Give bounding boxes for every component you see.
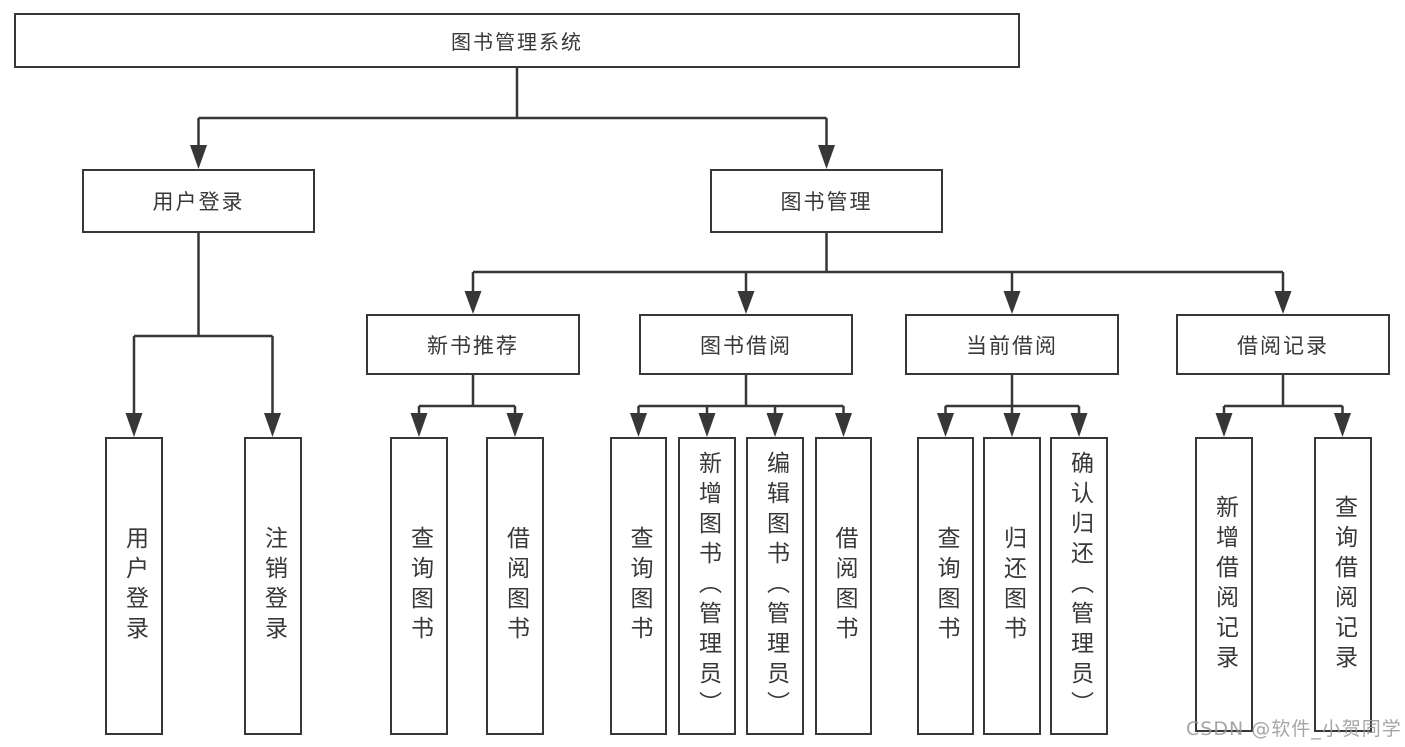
arrowhead	[737, 291, 755, 314]
arrowhead	[835, 413, 852, 437]
node-label: 注销登录	[260, 526, 287, 646]
node-label: 借阅记录	[1237, 333, 1329, 358]
arrowhead	[464, 291, 482, 314]
leaf-borrowing-query-books: 查询图书	[610, 437, 667, 735]
arrowhead	[190, 145, 207, 169]
leaf-borrowing-borrow-books: 借阅图书	[815, 437, 872, 735]
node-label: 图书管理系统	[451, 30, 583, 54]
arrowhead	[1070, 413, 1088, 437]
node-label: 归还图书	[999, 526, 1026, 646]
arrowhead	[125, 413, 143, 437]
connector-newbook-to-leaves	[417, 375, 517, 415]
connector-root-to-level2	[197, 68, 828, 147]
node-label: 查询图书	[406, 526, 433, 646]
arrowhead	[410, 413, 428, 437]
connector-userlogin-to-leaves	[132, 233, 274, 415]
arrowhead	[1274, 291, 1292, 314]
arrowhead	[698, 413, 716, 437]
leaf-logout: 注销登录	[244, 437, 302, 735]
leaf-current-return-books: 归还图书	[983, 437, 1041, 735]
leaf-newbook-borrow-books: 借阅图书	[486, 437, 544, 735]
leaf-borrowing-add-books-admin: 新增图书（管理员）	[678, 437, 736, 735]
node-label: 用户登录	[121, 526, 148, 646]
arrowhead	[1215, 413, 1233, 437]
leaf-records-add-record: 新增借阅记录	[1195, 437, 1253, 732]
leaf-borrowing-edit-books-admin: 编辑图书（管理员）	[746, 437, 804, 735]
node-current-borrowing: 当前借阅	[905, 314, 1119, 375]
node-label: 编辑图书（管理员）	[762, 451, 789, 721]
arrowhead	[818, 145, 835, 169]
node-new-book-recommend: 新书推荐	[366, 314, 580, 375]
node-label: 确认归还（管理员）	[1066, 451, 1093, 721]
node-label: 新书推荐	[427, 333, 519, 358]
node-label: 查询借阅记录	[1330, 494, 1357, 675]
arrowhead	[937, 413, 954, 437]
connector-bookmgmt-to-level3	[471, 233, 1285, 294]
node-user-login: 用户登录	[82, 169, 315, 233]
node-label: 当前借阅	[966, 333, 1058, 358]
connector-current-to-leaves	[944, 375, 1081, 415]
node-label: 借阅图书	[831, 526, 857, 646]
node-book-management: 图书管理	[710, 169, 943, 233]
node-borrowing-records: 借阅记录	[1176, 314, 1390, 375]
arrowhead	[766, 413, 784, 437]
leaf-current-confirm-return-admin: 确认归还（管理员）	[1050, 437, 1108, 735]
node-label: 图书管理	[780, 190, 873, 214]
connector-borrowing-to-leaves	[637, 375, 845, 415]
node-label: 查询图书	[933, 526, 959, 646]
node-label: 新增借阅记录	[1211, 494, 1238, 675]
node-label: 用户登录	[152, 190, 245, 214]
leaf-records-query-record: 查询借阅记录	[1314, 437, 1372, 732]
arrowhead	[506, 413, 524, 437]
node-label: 图书借阅	[700, 333, 792, 358]
connector-records-to-leaves	[1222, 375, 1344, 415]
arrowhead	[1334, 413, 1351, 437]
node-label: 新增图书（管理员）	[694, 451, 721, 721]
csdn-watermark: CSDN @软件_小贺同学	[1186, 718, 1402, 740]
node-label: 查询图书	[626, 526, 652, 646]
arrowhead	[1003, 413, 1021, 437]
node-root-system: 图书管理系统	[14, 13, 1020, 68]
leaf-newbook-query-books: 查询图书	[390, 437, 448, 735]
leaf-user-login: 用户登录	[105, 437, 163, 735]
arrowheads	[125, 145, 1351, 437]
node-book-borrowing: 图书借阅	[639, 314, 853, 375]
arrowhead	[630, 413, 647, 437]
arrowhead	[1003, 291, 1021, 314]
node-label: 借阅图书	[502, 526, 529, 646]
arrowhead	[264, 413, 281, 437]
leaf-current-query-books: 查询图书	[917, 437, 974, 735]
